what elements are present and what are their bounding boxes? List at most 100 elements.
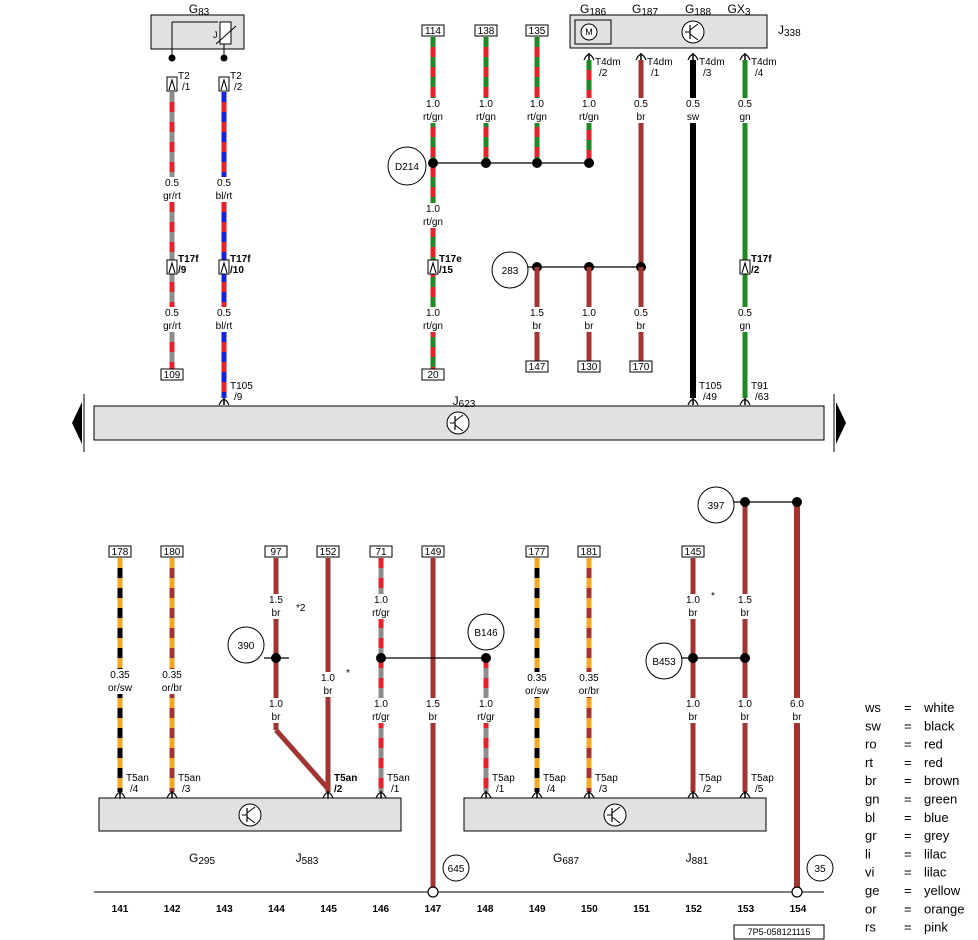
junction-circle-text-j35: 35 xyxy=(814,864,826,875)
wire-label-bg-w144a xyxy=(258,594,294,619)
wire-color-wgx3: gn xyxy=(739,112,750,123)
j338-transistor-icon-emitter xyxy=(689,33,699,41)
connector-name-t5an_3: T5an xyxy=(178,773,201,784)
legend-code: gn xyxy=(865,792,879,807)
wire-label-w1b: 0.5gr/rt xyxy=(154,307,190,332)
motor-symbol: M xyxy=(574,19,612,45)
wire-color-w150: or/br xyxy=(579,686,600,697)
legend-row: bl=blue xyxy=(865,810,949,825)
j623-transistor-icon-collector xyxy=(454,414,464,422)
junction-circle-b453: B453 xyxy=(645,642,683,680)
ref-box-r180: 180 xyxy=(160,545,184,558)
wire-color-w145: br xyxy=(324,686,334,697)
wire-size-w186: 1.0 xyxy=(582,99,596,110)
junction-circle-d214: D214 xyxy=(387,146,427,186)
g295-label: G295 xyxy=(189,851,215,867)
connector-pin-t5an_2: /2 xyxy=(334,784,343,795)
connector-name-t17f_9: T17f xyxy=(178,254,199,265)
legend-eq: = xyxy=(904,828,912,843)
legend-color-name: red xyxy=(924,755,943,770)
wire-size-w146a: 1.0 xyxy=(374,595,388,606)
legend-eq: = xyxy=(904,792,912,807)
junction-circle-text-j397: 397 xyxy=(708,501,725,512)
track-number: 144 xyxy=(268,904,285,915)
note-star-a: * xyxy=(346,668,350,679)
connector-pin-t4dm_3: /3 xyxy=(703,68,712,79)
pin-box-arrow-t2-2 xyxy=(220,78,228,91)
wire-size-w187: 0.5 xyxy=(634,99,648,110)
j623-label: J623 xyxy=(453,394,476,410)
pin-arrow-t5ap-3 xyxy=(583,791,595,799)
connector-pin-t17e_15: /15 xyxy=(439,265,453,276)
junction-dot xyxy=(428,158,438,168)
g187-label-sub: 187 xyxy=(641,7,658,18)
connector-label-t91_63: T91/63 xyxy=(751,381,769,403)
legend-row: li=lilac xyxy=(865,846,947,861)
junction-circle-text-d214: D214 xyxy=(395,162,419,173)
pin-box-t17f-10 xyxy=(218,259,230,275)
connector-pin-t17f_10: /10 xyxy=(230,265,244,276)
legend-code: vi xyxy=(865,865,875,880)
connector-label-t5ap_2: T5ap/2 xyxy=(699,773,722,795)
j623-transistor-icon xyxy=(446,411,470,435)
wire-color-w146b: rt/gr xyxy=(372,712,390,723)
wire-color-w152b: br xyxy=(689,712,699,723)
wire-color-w138: rt/gn xyxy=(476,112,496,123)
legend-code: li xyxy=(865,846,871,861)
wire-label-w138: 1.0 rt/gn xyxy=(468,98,504,123)
connector-name-t2_2: T2 xyxy=(230,71,242,82)
pin-box-frame-t17e-15 xyxy=(427,259,439,275)
legend-row: br=brown xyxy=(865,773,959,788)
wire-label-w152a: 1.0br xyxy=(675,594,711,619)
g83-label: G83 xyxy=(189,2,210,18)
g186-label: G186 xyxy=(580,2,606,18)
wire-color-w170: br xyxy=(637,321,647,332)
wire-size-w130: 1.0 xyxy=(582,308,596,319)
wire-label-bg-w148 xyxy=(468,698,504,723)
j583-transistor-icon-ring xyxy=(238,803,262,827)
connector-name-t5ap_1: T5ap xyxy=(492,773,515,784)
wire-label-bg-w145 xyxy=(310,672,346,697)
j881-label: J881 xyxy=(686,851,709,867)
j583-transistor-icon xyxy=(238,803,262,827)
connector-pin-t5an_1: /1 xyxy=(391,784,400,795)
connector-label-t17e_15: T17e/15 xyxy=(439,254,462,276)
wire-size-w146b: 1.0 xyxy=(374,699,388,710)
wire-label-bg-w2b xyxy=(206,307,242,332)
wire-size-w138: 1.0 xyxy=(479,99,493,110)
junction-dot xyxy=(740,497,750,507)
junction-circle-text-b453: B453 xyxy=(652,657,676,668)
g187-label: G187 xyxy=(632,2,658,18)
ref-box-text-r145: 145 xyxy=(685,547,702,558)
wire-label-bg-w141 xyxy=(102,669,138,694)
legend-row: ws=white xyxy=(864,700,954,715)
g188-label-name: G188 xyxy=(685,2,711,18)
wire-label-w145: 1.0br xyxy=(310,672,346,697)
legend-color-name: pink xyxy=(924,920,948,935)
track-number: 151 xyxy=(633,904,650,915)
pin-box-arrow-t17f-2 xyxy=(741,261,749,274)
wire-label-w2b: 0.5bl/rt xyxy=(206,307,242,332)
connector-label-t5ap_4: T5ap/4 xyxy=(543,773,566,795)
ref-box-frame-r177 xyxy=(525,545,549,558)
wire-color-w20b: rt/gn xyxy=(423,321,443,332)
ref-box-frame-r130 xyxy=(577,360,601,373)
pin-box-arrow-t2-1 xyxy=(168,78,176,91)
legend-row: gr=grey xyxy=(865,828,950,843)
legend-eq: = xyxy=(904,883,912,898)
wire-color-w149: or/sw xyxy=(525,686,550,697)
connector-label-t105_49: T105/49 xyxy=(699,381,722,403)
j623-label-sub: 623 xyxy=(459,399,476,410)
j623-label-letter: J xyxy=(453,394,459,408)
wire-label-bg-w147b xyxy=(415,698,451,723)
ground-point-154 xyxy=(791,886,803,898)
g295-label-sub: 295 xyxy=(198,856,215,867)
wire-label-w147b: 1.5br xyxy=(415,698,451,723)
continue-left-arrow-icon xyxy=(72,402,82,444)
wire-label-w144a: 1.5br xyxy=(258,594,294,619)
legend-color-name: red xyxy=(924,737,943,752)
pin-arrow-t4dm-3 xyxy=(687,53,699,61)
wire-color-w153a: br xyxy=(741,608,751,619)
